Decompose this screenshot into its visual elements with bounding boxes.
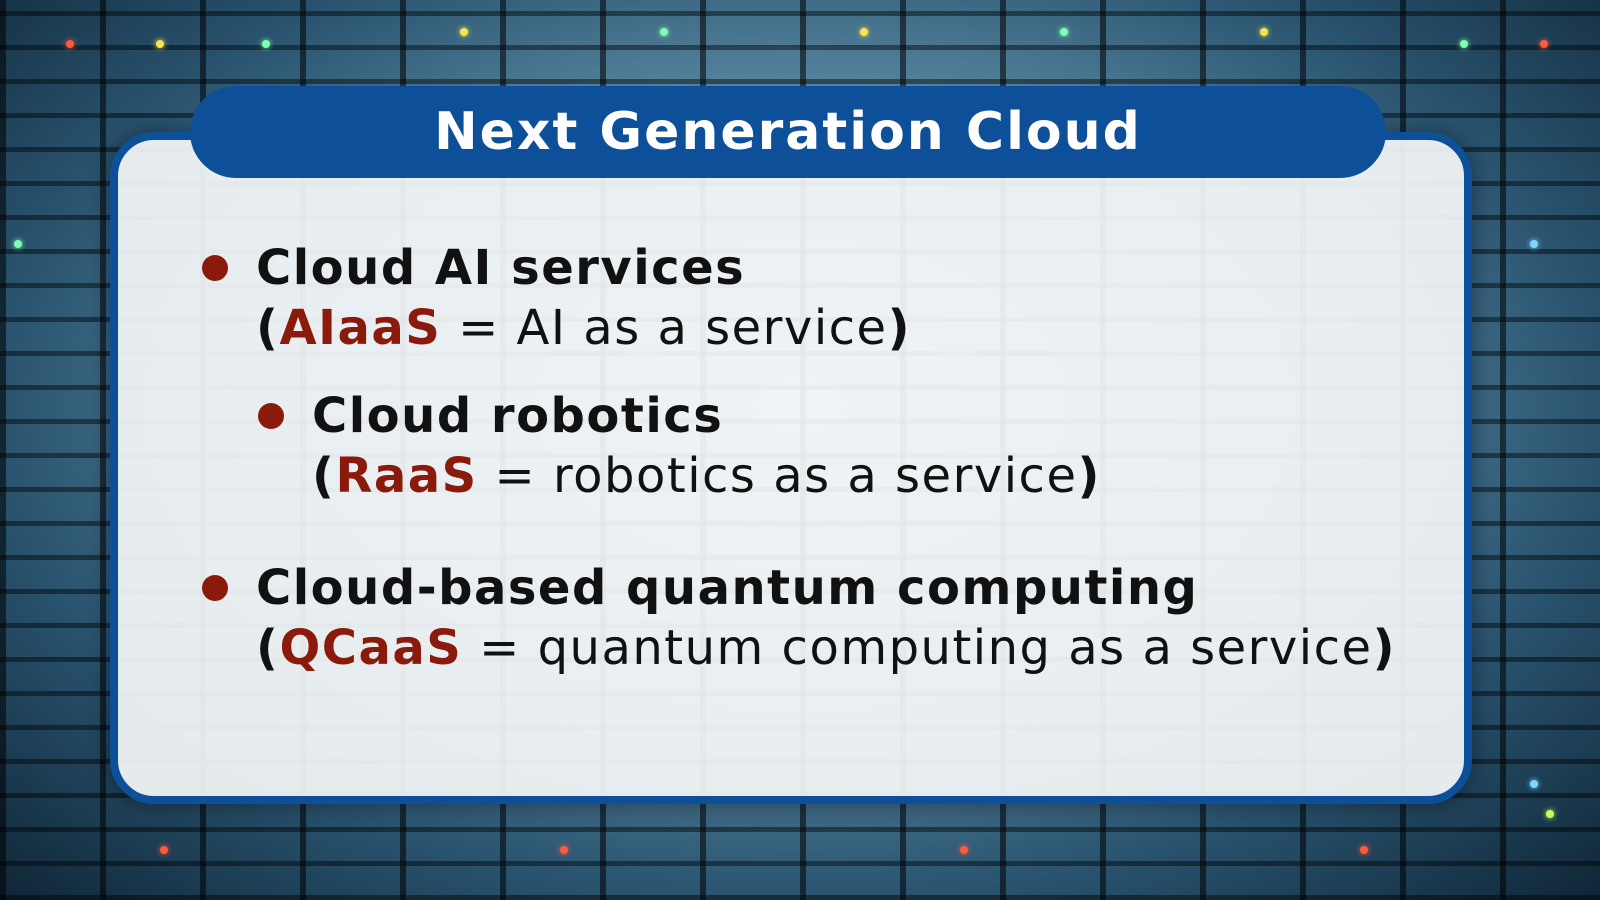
bullet-heading: Cloud robotics xyxy=(312,388,724,444)
expansion: = AI as a service xyxy=(458,300,888,356)
bullet-dot xyxy=(202,575,228,601)
status-led xyxy=(66,40,74,48)
status-led xyxy=(960,846,968,854)
status-led xyxy=(160,846,168,854)
status-led xyxy=(560,846,568,854)
status-led xyxy=(1060,28,1068,36)
content-panel xyxy=(110,132,1472,804)
status-led xyxy=(1260,28,1268,36)
bullet-definition: (AIaaS = AI as a service) xyxy=(256,300,912,356)
status-led xyxy=(1460,40,1468,48)
status-led xyxy=(14,240,22,248)
status-led xyxy=(1540,40,1548,48)
bullet-quantum-computing: Cloud-based quantum computing (QCaaS = q… xyxy=(202,558,1396,678)
abbreviation: RaaS xyxy=(335,448,478,504)
abbreviation: AIaaS xyxy=(279,300,442,356)
bullet-definition: (QCaaS = quantum computing as a service) xyxy=(256,620,1396,676)
status-led xyxy=(660,28,668,36)
expansion: = quantum computing as a service xyxy=(479,620,1373,676)
status-led xyxy=(1530,780,1538,788)
status-led xyxy=(1546,810,1554,818)
status-led xyxy=(460,28,468,36)
slide-title: Next Generation Cloud xyxy=(434,102,1142,162)
title-banner: Next Generation Cloud xyxy=(190,86,1386,178)
bullet-cloud-ai-services: Cloud AI services (AIaaS = AI as a servi… xyxy=(202,238,911,358)
bullet-dot xyxy=(258,403,284,429)
expansion: = robotics as a service xyxy=(494,448,1078,504)
bullet-body: Cloud robotics (RaaS = robotics as a ser… xyxy=(312,386,1101,506)
abbreviation: QCaaS xyxy=(279,620,463,676)
status-led xyxy=(1360,846,1368,854)
bullet-heading: Cloud AI services xyxy=(256,240,746,296)
status-led xyxy=(1530,240,1538,248)
bullet-body: Cloud AI services (AIaaS = AI as a servi… xyxy=(256,238,911,358)
bullet-body: Cloud-based quantum computing (QCaaS = q… xyxy=(256,558,1396,678)
status-led xyxy=(156,40,164,48)
bullet-cloud-robotics: Cloud robotics (RaaS = robotics as a ser… xyxy=(258,386,1101,506)
bullet-definition: (RaaS = robotics as a service) xyxy=(312,448,1101,504)
bullet-heading: Cloud-based quantum computing xyxy=(256,560,1199,616)
status-led xyxy=(262,40,270,48)
bullet-dot xyxy=(202,255,228,281)
status-led xyxy=(860,28,868,36)
